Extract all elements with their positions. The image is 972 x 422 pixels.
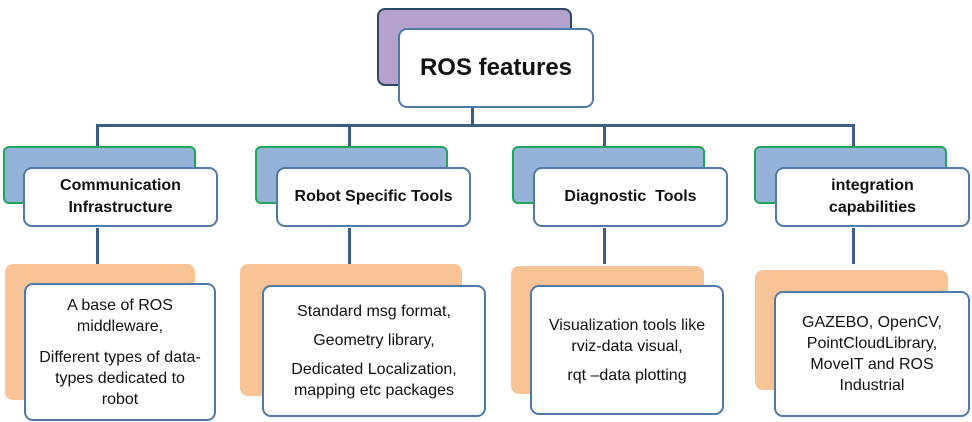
connector-drop-2	[348, 124, 351, 146]
connector-drop-3	[603, 124, 606, 146]
category-box-2: Robot Specific Tools	[276, 167, 471, 227]
detail-text-4-1: GAZEBO, OpenCV, PointCloudLibrary, MoveI…	[802, 314, 942, 394]
connector-down-3	[603, 228, 606, 264]
detail-text-2-1: Standard msg format,	[297, 303, 451, 320]
detail-text-2-3: Dedicated Localization, mapping etc pack…	[291, 361, 457, 399]
category-label-3: Diagnostic Tools	[564, 188, 697, 205]
detail-box-4: GAZEBO, OpenCV, PointCloudLibrary, MoveI…	[774, 291, 970, 417]
detail-box-2: Standard msg format, Geometry library, D…	[262, 285, 486, 417]
connector-title-stem	[471, 106, 474, 126]
category-box-1: Communication Infrastructure	[23, 167, 218, 227]
detail-text-3-2: rqt –data plotting	[567, 366, 687, 384]
category-label-1: Communication Infrastructure	[60, 177, 181, 216]
connector-down-2	[348, 228, 351, 264]
category-box-3: Diagnostic Tools	[533, 167, 728, 227]
connector-drop-4	[852, 124, 855, 146]
category-label-4: integration capabilities	[828, 177, 917, 216]
detail-box-3: Visualization tools like rviz-data visua…	[530, 285, 724, 415]
category-label-2: Robot Specific Tools	[294, 188, 453, 205]
detail-text-3-1: Visualization tools like rviz-data visua…	[548, 316, 706, 355]
connector-down-1	[96, 228, 99, 264]
category-box-4: integration capabilities	[775, 167, 970, 227]
connector-down-4	[852, 228, 855, 264]
detail-box-1: A base of ROS middleware, Different type…	[24, 283, 216, 421]
detail-text-1-2: Different types of data-types dedicated …	[39, 348, 201, 408]
connector-horizontal-bar	[96, 124, 854, 127]
detail-text-1-1: A base of ROS middleware,	[67, 296, 173, 335]
detail-text-2-2: Geometry library,	[313, 332, 435, 349]
title-box: ROS features	[398, 28, 594, 108]
connector-drop-1	[96, 124, 99, 146]
page-title: ROS features	[419, 54, 573, 81]
